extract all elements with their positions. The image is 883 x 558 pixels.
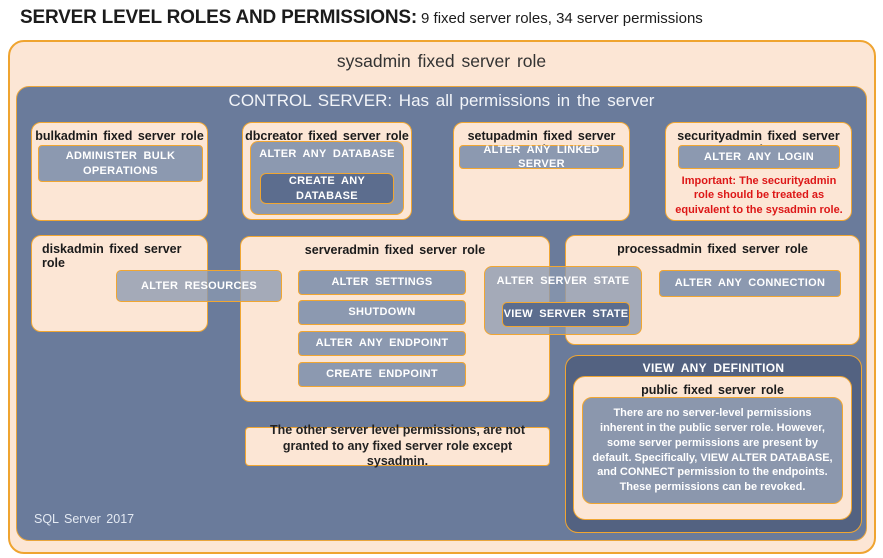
public-role-description-box: There are no server-level permissions in… <box>582 397 843 504</box>
public-role-title: public fixed server role <box>641 383 784 397</box>
permission-create-endpoint: CREATE ENDPOINT <box>298 362 466 387</box>
sysadmin-role-label: sysadmin fixed server role <box>336 51 547 71</box>
permission-create-any-database: CREATE ANY DATABASE <box>260 173 394 204</box>
diskadmin-role-title: diskadmin fixed server role <box>42 242 182 270</box>
permission-alter-any-database-label: ALTER ANY DATABASE <box>259 148 395 160</box>
permission-alter-any-login: ALTER ANY LOGIN <box>678 145 840 169</box>
securityadmin-warning-text: Important: The securityadmin role should… <box>675 175 843 216</box>
setupadmin-role-box: setupadmin fixed server role <box>453 122 630 221</box>
permission-view-server-state: VIEW SERVER STATE <box>502 302 630 327</box>
permission-alter-resources: ALTER RESOURCES <box>116 270 282 302</box>
permission-alter-settings: ALTER SETTINGS <box>298 270 466 295</box>
control-server-label: CONTROL SERVER: Has all permissions in t… <box>228 91 655 110</box>
dbcreator-role-title: dbcreator fixed server role <box>245 129 409 143</box>
securityadmin-role-box: securityadmin fixed server role <box>665 122 852 221</box>
permission-alter-server-state-label: ALTER SERVER STATE <box>496 275 630 287</box>
page-title-sub: 9 fixed server roles, 34 server permissi… <box>421 10 703 27</box>
processadmin-role-title: processadmin fixed server role <box>617 242 808 256</box>
permission-alter-any-linked-server: ALTER ANY LINKED SERVER <box>459 144 624 170</box>
permission-alter-any-connection: ALTER ANY CONNECTION <box>659 270 841 297</box>
page-title: SERVER LEVEL ROLES AND PERMISSIONS:9 fix… <box>20 7 870 29</box>
permission-administer-bulk-operations: ADMINISTER BULK OPERATIONS <box>38 145 203 182</box>
permission-view-any-definition-label: VIEW ANY DEFINITION <box>642 361 785 375</box>
serveradmin-role-title: serveradmin fixed server role <box>304 243 486 257</box>
public-role-description-text: There are no server-level permissions in… <box>592 406 833 494</box>
permission-shutdown: SHUTDOWN <box>298 300 466 325</box>
other-permissions-note-text: The other server level permissions, are … <box>270 423 525 469</box>
permission-alter-any-endpoint: ALTER ANY ENDPOINT <box>298 331 466 356</box>
page-title-main: SERVER LEVEL ROLES AND PERMISSIONS: <box>20 7 418 28</box>
bulkadmin-role-title: bulkadmin fixed server role <box>35 129 204 143</box>
other-permissions-note-box: The other server level permissions, are … <box>245 423 550 468</box>
sql-server-version-label: SQL Server 2017 <box>34 512 135 526</box>
